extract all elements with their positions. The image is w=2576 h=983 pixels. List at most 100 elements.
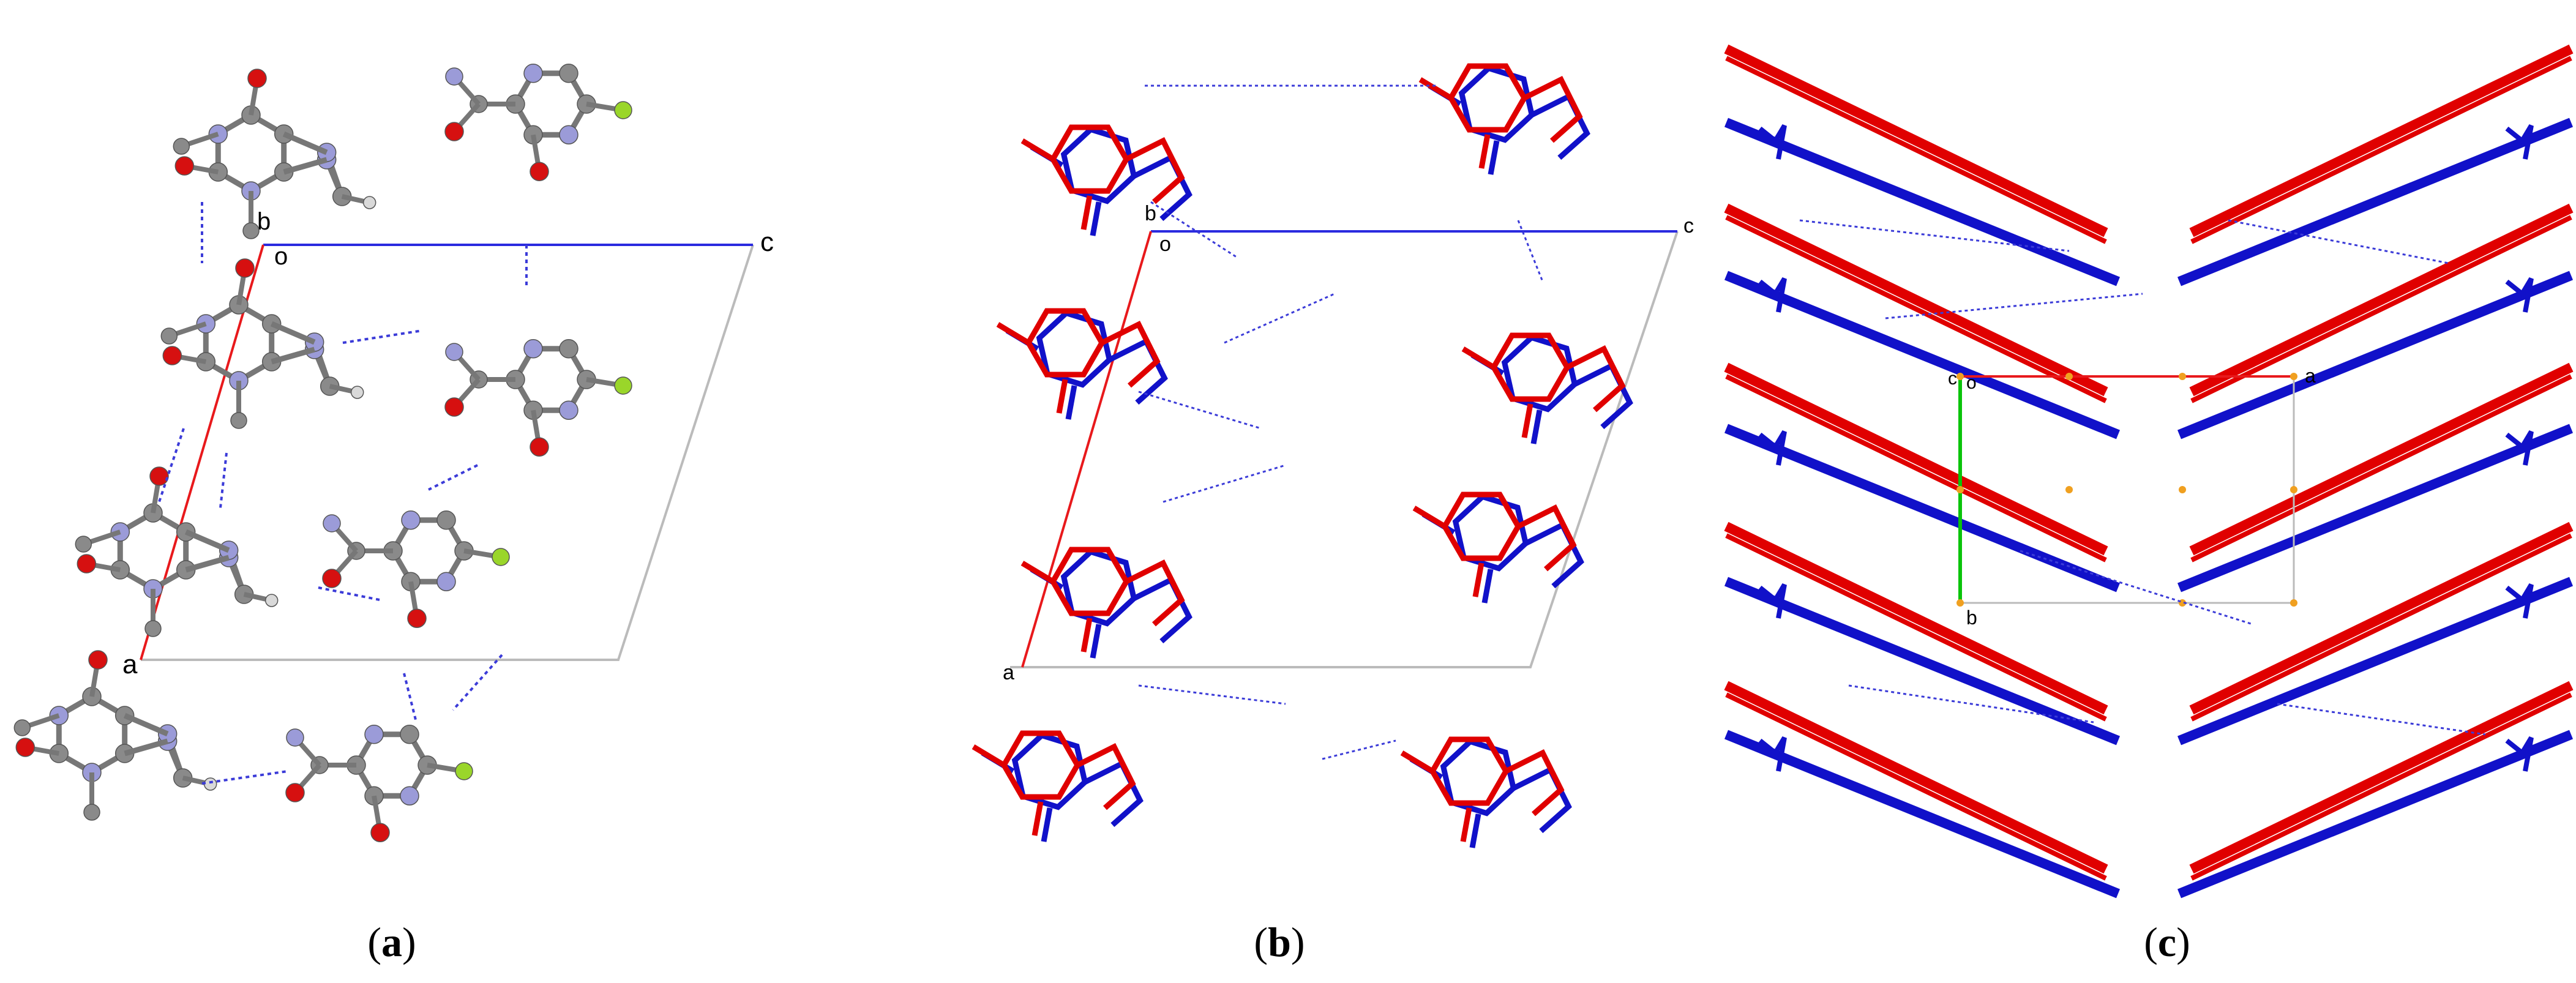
blue-layer [1724, 730, 2121, 899]
molecule-bond [1412, 506, 1447, 529]
hydrogen-bond [1322, 739, 1396, 760]
molecule-ring [1133, 576, 1193, 644]
panel-c-caption: (c) [2045, 918, 2290, 966]
molecule-bond [1488, 140, 1500, 175]
atom [323, 514, 341, 533]
atom [530, 162, 549, 181]
molecule-ring [1125, 136, 1185, 204]
molecule-ring [1125, 559, 1185, 627]
methyl-group [2505, 583, 2534, 619]
molecule-ring [1565, 345, 1626, 413]
red-layer [2190, 374, 2572, 563]
red-layer [1725, 533, 2107, 722]
caption-letter: c [2157, 919, 2177, 965]
caption-open: ( [1254, 919, 1268, 965]
atom [614, 101, 632, 119]
molecule-ring [1084, 760, 1144, 828]
molecule-bond [996, 322, 1030, 345]
molecule-bond [1020, 561, 1055, 584]
molecule-bond [1481, 569, 1494, 604]
axis-c-label: c [760, 227, 774, 257]
atom [492, 548, 510, 566]
atom [77, 554, 97, 574]
panel-b-caption: (b) [1157, 918, 1402, 966]
molecule-ring [1060, 548, 1137, 627]
atom [370, 823, 390, 842]
molecule-ring [1440, 738, 1517, 817]
origin-label: o [274, 243, 288, 270]
molecule-ring [1100, 320, 1161, 388]
unit-cell-edge [141, 244, 754, 661]
blue-layer [2177, 118, 2574, 286]
red-layer [2189, 203, 2574, 397]
red-layer [1725, 374, 2107, 563]
methyl-group [1758, 583, 1787, 619]
unit-cell-edge [1010, 231, 1679, 668]
blue-layer [2177, 271, 2574, 439]
lattice-point [2179, 373, 2186, 380]
molecule-ring [1108, 337, 1168, 405]
molecule-bond [1478, 134, 1491, 169]
hydrogen-bond [1517, 220, 1544, 282]
molecule-bond [1090, 201, 1102, 236]
red-layer [2190, 533, 2572, 722]
molecule-ring [1011, 732, 1088, 810]
bond [271, 346, 315, 365]
axis-b-label: b [257, 208, 271, 235]
panel-a-caption: (a) [269, 918, 514, 966]
atom [559, 64, 578, 83]
caption-letter: b [1268, 919, 1291, 965]
hydrogen-bond [1150, 201, 1237, 258]
axis-a-label: a [2305, 365, 2316, 387]
lattice-point [1956, 373, 1964, 380]
bond [123, 712, 169, 737]
atom [160, 327, 178, 345]
atom [264, 594, 279, 607]
molecule-bond [1418, 77, 1453, 100]
atom [530, 437, 549, 457]
atom [242, 222, 260, 239]
atom [400, 725, 419, 744]
methyl-group [2505, 124, 2534, 160]
red-layer [1724, 521, 2108, 715]
molecule-ring [1522, 75, 1583, 143]
methyl-group [2505, 736, 2534, 772]
caption-close: ) [2176, 919, 2190, 965]
lattice-point [1956, 599, 1964, 607]
molecule-bond [1032, 801, 1044, 836]
atom [436, 572, 456, 591]
methyl-group [2505, 430, 2534, 466]
atom [455, 762, 473, 780]
molecule-ring [1516, 504, 1577, 572]
lattice-point [2179, 486, 2186, 493]
red-layer [1725, 215, 2107, 403]
hydrogen-bond [428, 464, 478, 491]
red-layer [2190, 692, 2572, 881]
methyl-group [1758, 277, 1787, 313]
blue-layer [1724, 271, 2121, 439]
atom [445, 67, 463, 86]
hydrogen-bond [342, 329, 423, 344]
red-layer [2189, 521, 2574, 715]
red-layer [1724, 44, 2108, 237]
axis-b-label: b [1145, 202, 1156, 225]
molecule-ring [1530, 92, 1590, 160]
lattice-point [2290, 599, 2297, 607]
red-layer [1724, 681, 2108, 874]
axis-c-label: c [1683, 214, 1694, 237]
hydrogen-bond [1885, 293, 2143, 320]
atom [144, 620, 162, 637]
atom [230, 412, 247, 429]
molecule-bond [1460, 807, 1472, 842]
molecule-ring [1524, 521, 1584, 589]
atom [559, 125, 578, 144]
blue-layer [1724, 577, 2121, 746]
atom [13, 719, 31, 736]
axis-a-line [1021, 231, 1152, 668]
molecule-bond [1020, 138, 1055, 162]
molecule-ring [1452, 493, 1529, 572]
origin-label: o [1159, 233, 1171, 256]
